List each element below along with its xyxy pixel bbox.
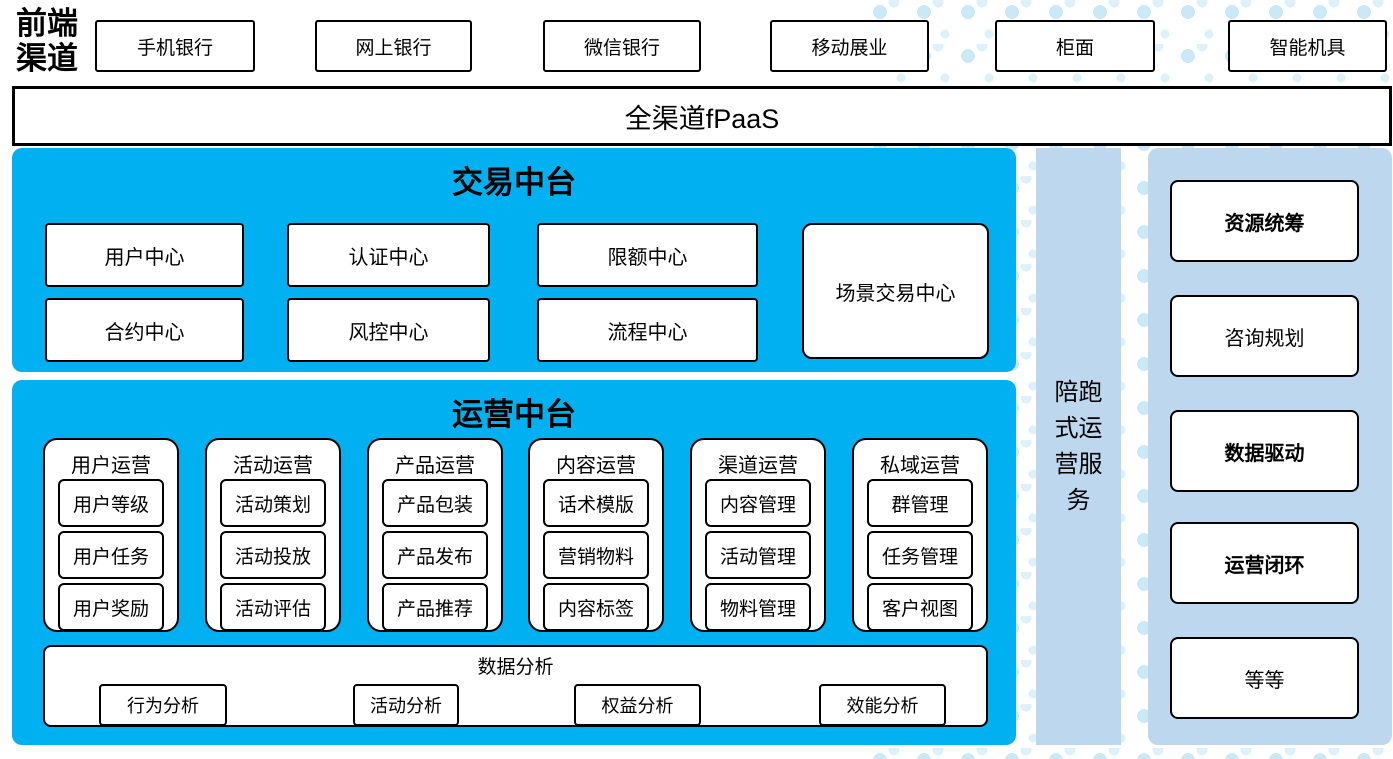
group-item: 活动管理 bbox=[705, 531, 811, 579]
box-user-center: 用户中心 bbox=[45, 223, 244, 287]
panel-box-resource-planning: 资源统筹 bbox=[1170, 180, 1359, 262]
channel-box-online-banking: 网上银行 bbox=[315, 20, 472, 72]
group-item: 活动评估 bbox=[220, 583, 326, 631]
accompanying-service-bar: 陪跑式运营服务 bbox=[1036, 148, 1121, 745]
box-activity-analysis: 活动分析 bbox=[353, 684, 459, 726]
box-rights-analysis: 权益分析 bbox=[574, 684, 701, 726]
channel-box-wechat-banking: 微信银行 bbox=[543, 20, 701, 72]
front-channels-label: 前端渠道 bbox=[16, 6, 78, 76]
box-limit-center: 限额中心 bbox=[537, 223, 758, 287]
group-title: 渠道运营 bbox=[718, 455, 798, 477]
panel-box-data-driven: 数据驱动 bbox=[1170, 410, 1359, 492]
box-contract-center: 合约中心 bbox=[45, 298, 244, 362]
data-analysis-title: 数据分析 bbox=[477, 657, 554, 678]
panel-box-consulting: 咨询规划 bbox=[1170, 295, 1359, 377]
data-analysis-container: 数据分析 行为分析 活动分析 权益分析 效能分析 bbox=[43, 645, 988, 727]
group-item: 物料管理 bbox=[705, 583, 811, 631]
channel-box-counter: 柜面 bbox=[995, 20, 1155, 72]
group-item: 活动投放 bbox=[220, 531, 326, 579]
group-item: 话术模版 bbox=[543, 479, 649, 527]
group-item: 产品包装 bbox=[382, 479, 488, 527]
group-activity-operation: 活动运营 活动策划 活动投放 活动评估 bbox=[205, 438, 341, 632]
group-item: 用户等级 bbox=[58, 479, 164, 527]
group-item: 内容管理 bbox=[705, 479, 811, 527]
group-item: 内容标签 bbox=[543, 583, 649, 631]
box-behavior-analysis: 行为分析 bbox=[99, 684, 227, 726]
group-private-domain-operation: 私域运营 群管理 任务管理 客户视图 bbox=[852, 438, 988, 632]
group-item: 活动策划 bbox=[220, 479, 326, 527]
group-title: 活动运营 bbox=[233, 455, 313, 477]
operation-platform-title: 运营中台 bbox=[452, 397, 576, 432]
group-title: 产品运营 bbox=[395, 455, 475, 477]
group-product-operation: 产品运营 产品包装 产品发布 产品推荐 bbox=[367, 438, 503, 632]
box-scenario-transaction-center: 场景交易中心 bbox=[802, 223, 989, 359]
group-item: 用户奖励 bbox=[58, 583, 164, 631]
operation-platform-section: 运营中台 用户运营 用户等级 用户任务 用户奖励 活动运营 活动策划 活动投放 … bbox=[12, 380, 1016, 745]
group-title: 内容运营 bbox=[556, 455, 636, 477]
channel-box-mobile-banking: 手机银行 bbox=[95, 20, 255, 72]
box-risk-center: 风控中心 bbox=[287, 298, 490, 362]
fpaas-bar: 全渠道fPaaS bbox=[12, 86, 1392, 146]
group-item: 任务管理 bbox=[867, 531, 973, 579]
group-item: 产品推荐 bbox=[382, 583, 488, 631]
group-content-operation: 内容运营 话术模版 营销物料 内容标签 bbox=[528, 438, 664, 632]
transaction-platform-section: 交易中台 用户中心 认证中心 限额中心 合约中心 风控中心 流程中心 场景交易中… bbox=[12, 148, 1016, 372]
group-item: 客户视图 bbox=[867, 583, 973, 631]
service-panel: 资源统筹 咨询规划 数据驱动 运营闭环 等等 bbox=[1148, 148, 1392, 745]
group-title: 私域运营 bbox=[880, 455, 960, 477]
group-channel-operation: 渠道运营 内容管理 活动管理 物料管理 bbox=[690, 438, 826, 632]
transaction-platform-title: 交易中台 bbox=[452, 165, 576, 200]
channel-box-mobile-marketing: 移动展业 bbox=[770, 20, 929, 72]
box-efficiency-analysis: 效能分析 bbox=[819, 684, 946, 726]
group-item: 群管理 bbox=[867, 479, 973, 527]
panel-box-operation-loop: 运营闭环 bbox=[1170, 522, 1359, 604]
group-title: 用户运营 bbox=[71, 455, 151, 477]
accompanying-service-label: 陪跑式运营服务 bbox=[1054, 378, 1103, 514]
panel-box-etc: 等等 bbox=[1170, 637, 1359, 719]
channel-box-smart-devices: 智能机具 bbox=[1228, 20, 1387, 72]
group-user-operation: 用户运营 用户等级 用户任务 用户奖励 bbox=[43, 438, 179, 632]
group-item: 产品发布 bbox=[382, 531, 488, 579]
group-item: 用户任务 bbox=[58, 531, 164, 579]
group-item: 营销物料 bbox=[543, 531, 649, 579]
box-process-center: 流程中心 bbox=[537, 298, 758, 362]
box-auth-center: 认证中心 bbox=[287, 223, 490, 287]
